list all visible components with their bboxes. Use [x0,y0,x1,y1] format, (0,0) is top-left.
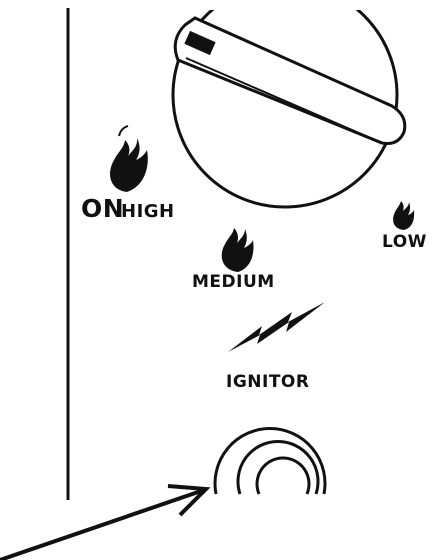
flame-icon [110,138,148,192]
flame-icon [222,228,254,272]
low-label: LOW [382,234,427,251]
pointer-arrow [0,486,206,560]
flame-icon [393,201,414,230]
knob[interactable] [173,0,405,207]
ignitor-label: IGNITOR [226,374,309,391]
lightning-icon [228,302,325,352]
on-label: ON [81,196,124,221]
ignitor-button[interactable] [215,429,325,494]
high-label: HIGH [121,203,175,221]
medium-label: MEDIUM [192,274,275,291]
